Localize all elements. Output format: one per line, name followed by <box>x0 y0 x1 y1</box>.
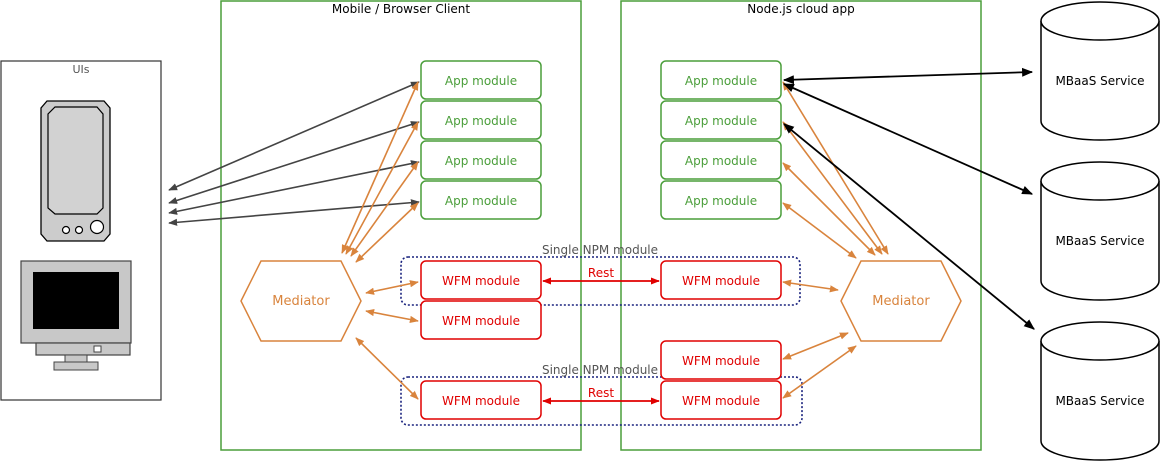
wfm-module-label: WFM module <box>442 314 520 328</box>
app-module-label: App module <box>445 154 517 168</box>
mbaas-arrow-2 <box>782 83 1034 195</box>
uis-title: UIs <box>72 63 89 76</box>
mbaas-connectors <box>782 67 1035 330</box>
client-title: Mobile / Browser Client <box>332 2 471 16</box>
app-module-label: App module <box>685 154 757 168</box>
cloud-mediator-app-arrow-4 <box>782 202 857 259</box>
cloud-mediator-app-connectors <box>782 81 889 259</box>
npm-module-group-bottom <box>400 376 803 426</box>
cloud-title: Node.js cloud app <box>747 2 854 16</box>
mediator-app-arrow-4 <box>355 202 419 263</box>
wfm-module-label: WFM module <box>682 354 760 368</box>
cloud-mediator-wfm-arrow-2 <box>782 332 849 360</box>
app-module-label: App module <box>685 114 757 128</box>
uis-container <box>0 60 162 401</box>
cloud-mediator-app-arrow-2 <box>782 121 883 255</box>
ui-app-arrow-1 <box>168 81 420 191</box>
cloud-mediator-wfm-arrow-1 <box>782 279 839 293</box>
cloud-mediator: Mediator <box>840 260 962 342</box>
client-mediator: Mediator <box>240 260 362 342</box>
mediator-label: Mediator <box>272 294 330 309</box>
rest-label-bottom: Rest <box>588 386 614 400</box>
npm-group-top-label: Single NPM module <box>542 243 658 257</box>
mediator-app-arrow-1 <box>341 81 419 254</box>
mbaas-label: MBaaS Service <box>1055 234 1144 248</box>
mbaas-service-2: MBaaS Service <box>1040 161 1160 301</box>
app-module-label: App module <box>445 114 517 128</box>
wfm-module-label: WFM module <box>682 394 760 408</box>
cloud-app-module-1: App module <box>660 60 782 100</box>
wfm-module-label: WFM module <box>442 274 520 288</box>
cloud-app-module-3: App module <box>660 140 782 180</box>
client-mediator-app-connectors <box>341 81 419 263</box>
npm-group-bottom-label: Single NPM module <box>542 363 658 377</box>
cloud-mediator-wfm-arrow-3 <box>782 345 857 399</box>
mobile-phone-icon <box>40 100 111 242</box>
mbaas-arrow-3 <box>783 123 1035 330</box>
client-app-module-2: App module <box>420 100 542 140</box>
app-module-label: App module <box>445 194 517 208</box>
mbaas-label: MBaaS Service <box>1055 394 1144 408</box>
cloud-wfm-module-1: WFM module <box>660 260 782 300</box>
mbaas-arrow-1 <box>782 67 1034 85</box>
rest-connectors <box>542 277 660 405</box>
app-module-label: App module <box>445 74 517 88</box>
client-app-module-4: App module <box>420 180 542 220</box>
app-module-label: App module <box>685 74 757 88</box>
client-app-module-3: App module <box>420 140 542 180</box>
mbaas-label: MBaaS Service <box>1055 74 1144 88</box>
mbaas-service-3: MBaaS Service <box>1040 321 1160 461</box>
client-wfm-module-1: WFM module <box>420 260 542 300</box>
rest-label-top: Rest <box>588 266 614 280</box>
cloud-app-module-4: App module <box>660 180 782 220</box>
client-app-module-1: App module <box>420 60 542 100</box>
mediator-wfm-arrow-2 <box>365 308 419 324</box>
wfm-module-label: WFM module <box>682 274 760 288</box>
mediator-wfm-arrow-3 <box>355 337 419 400</box>
cloud-app-module-2: App module <box>660 100 782 140</box>
mediator-wfm-arrow-1 <box>365 280 419 295</box>
mbaas-service-1: MBaaS Service <box>1040 1 1160 141</box>
app-module-label: App module <box>685 194 757 208</box>
cloud-wfm-module-2: WFM module <box>660 340 782 380</box>
wfm-module-label: WFM module <box>442 394 520 408</box>
ui-to-app-connectors <box>168 81 420 226</box>
client-mediator-wfm-connectors <box>355 280 419 400</box>
mediator-label: Mediator <box>872 294 930 309</box>
desktop-computer-icon <box>20 260 132 371</box>
client-wfm-module-3: WFM module <box>420 380 542 420</box>
cloud-wfm-module-3: WFM module <box>660 380 782 420</box>
client-wfm-module-2: WFM module <box>420 300 542 340</box>
